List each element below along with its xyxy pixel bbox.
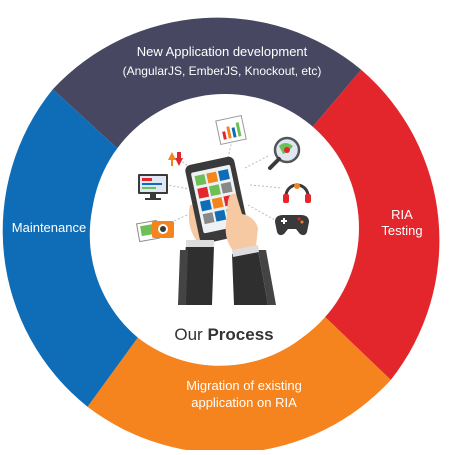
new-app-subtitle: (AngularJS, EmberJS, Knockout, etc)	[123, 64, 322, 78]
segment-migration	[87, 316, 391, 454]
smartphone-hand-icon	[178, 156, 276, 305]
segment-ria-testing	[302, 69, 440, 380]
gamepad-icon	[275, 215, 309, 236]
center-title-bold: Process	[207, 325, 273, 344]
migration-line2: application on RIA	[191, 395, 297, 410]
new-app-title: New Application development	[137, 44, 308, 59]
headphones-icon	[283, 183, 311, 203]
ria-testing-line2: Testing	[381, 223, 422, 238]
magnifier-globe-icon	[268, 136, 301, 170]
monitor-icon	[138, 174, 168, 200]
center-illustration: Our Process	[136, 114, 311, 344]
segment-maintenance	[2, 89, 138, 407]
chart-card-icon	[215, 114, 247, 146]
arrows-updown-icon	[168, 152, 183, 166]
maintenance-label: Maintenance	[12, 220, 86, 235]
center-title: Our Process	[174, 325, 273, 344]
ria-testing-line1: RIA	[391, 207, 413, 222]
center-title-regular: Our	[174, 325, 203, 344]
photos-icon	[136, 219, 174, 243]
migration-line1: Migration of existing	[186, 378, 302, 393]
